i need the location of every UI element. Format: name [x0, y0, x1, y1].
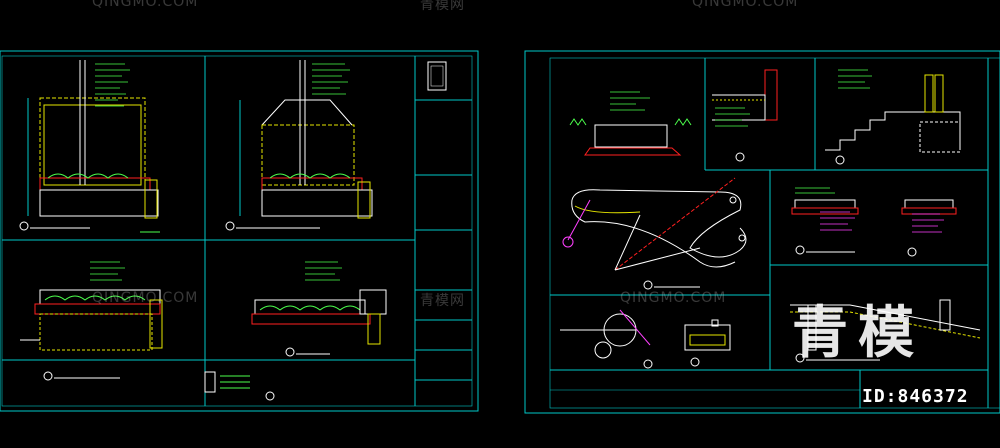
- section-detail-4: [251, 261, 387, 357]
- paving-detail-2: [791, 187, 859, 255]
- section-detail-3: [20, 261, 163, 381]
- watermark-text-cn: 青模网: [420, 0, 465, 13]
- section-detail-1: [19, 60, 160, 233]
- paving-section: [569, 91, 692, 156]
- watermark-big-text: 青模: [792, 301, 924, 366]
- watermark-text: QINGMO.COM: [620, 290, 727, 306]
- legend-block: [204, 371, 275, 401]
- section-detail-2: [225, 60, 373, 231]
- paving-detail-3: [901, 199, 957, 257]
- watermark-text: QINGMO.COM: [92, 290, 199, 306]
- curb-detail: [712, 69, 778, 162]
- left-sheet: [0, 50, 479, 412]
- right-sheet: [524, 50, 1000, 414]
- round-detail: [560, 309, 653, 369]
- left-sheet-frame: [0, 50, 479, 412]
- watermark-text: QINGMO.COM: [692, 0, 799, 10]
- logo-mark: [427, 61, 447, 91]
- curved-plan: [562, 177, 747, 290]
- bottom-title-strip: [550, 370, 861, 408]
- watermark-text-cn: 青模网: [420, 293, 465, 309]
- right-sheet-frame: [524, 50, 1000, 414]
- edge-detail: [684, 319, 731, 367]
- image-id-label: ID:846372: [862, 386, 969, 407]
- stairs-section: [825, 69, 961, 165]
- slope-section: [790, 299, 981, 363]
- watermark-text: QINGMO.COM: [92, 0, 199, 10]
